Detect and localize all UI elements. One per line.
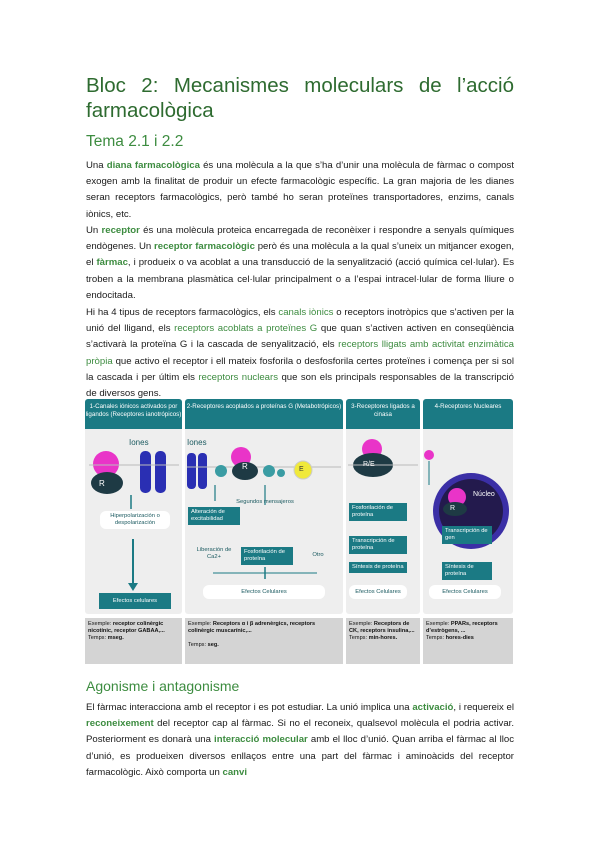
paragraph: Una diana farmacològica és una molècula … bbox=[86, 160, 514, 220]
caption: Exemple: Receptors α i β adrenèrgics, re… bbox=[185, 618, 343, 664]
cellular-effects-box: Efectos celulares bbox=[99, 593, 171, 609]
hyperpolarization-box: Hiperpolarización o despolarización bbox=[100, 511, 170, 529]
paragraph: El fàrmac interacciona amb el receptor i… bbox=[86, 702, 514, 778]
phosphorylation-box: Fosforilación de proteína bbox=[241, 547, 293, 565]
excitability-box: Alteración de excitabilidad bbox=[188, 507, 240, 525]
section-heading: Tema 2.1 i 2.2 bbox=[86, 133, 184, 150]
panel-header: 3-Receptores ligados a cinasa bbox=[346, 399, 420, 429]
cellular-effects-box: Efectos Celulares bbox=[203, 585, 325, 599]
ion-channel-illustration bbox=[89, 451, 179, 509]
caption: Exemple: receptor colinèrgic nicotínic, … bbox=[85, 618, 182, 664]
title-word: l’acció bbox=[457, 74, 514, 97]
panel-nuclear: 4-Receptores Nucleares Núcleo R Transcri… bbox=[423, 399, 513, 614]
title-word: Mecanismes bbox=[173, 74, 289, 97]
synthesis-box: Síntesis de proteína bbox=[349, 562, 407, 573]
panel-header: 1-Canales iónicos activados por ligandos… bbox=[85, 399, 182, 429]
nucleus-label: Núcleo bbox=[473, 491, 495, 498]
title-word: de bbox=[418, 74, 442, 97]
panel-g-protein: 2-Receptores acoplados a proteínas G (Me… bbox=[185, 399, 343, 614]
calcium-release-label: Liberación de Ca2+ bbox=[196, 547, 232, 560]
synthesis-box: Síntesis de proteína bbox=[442, 562, 492, 580]
arrow-down-icon bbox=[213, 567, 317, 579]
transcription-box: Transcripción de gen bbox=[442, 526, 492, 544]
phosphorylation-box: Fosforilación de proteína bbox=[349, 503, 407, 521]
panel-kinase: 3-Receptores ligados a cinasa R/E Fosfor… bbox=[346, 399, 420, 614]
panel-header: 4-Receptores Nucleares bbox=[423, 399, 513, 429]
arrow-down-icon bbox=[128, 539, 138, 591]
g-protein-illustration bbox=[187, 447, 341, 505]
receptor-types-figure: 1-Canales iónicos activados por ligandos… bbox=[85, 396, 515, 666]
caption: Exemple: Receptors de CK, receptors insu… bbox=[346, 618, 420, 664]
caption: Exemple: PPARs, receptors d’estrògens, .… bbox=[423, 618, 513, 664]
effector-label: E bbox=[299, 466, 304, 473]
ions-label: Iones bbox=[187, 438, 207, 447]
cellular-effects-box: Efectos Celulares bbox=[349, 585, 407, 599]
title-word: moleculars bbox=[304, 74, 404, 97]
other-label: Otro bbox=[312, 552, 324, 558]
title-word: Bloc bbox=[86, 74, 126, 97]
transcription-box: Transcripción de proteína bbox=[349, 536, 407, 554]
page-title: Bloc 2: Mecanismes moleculars de l’acció… bbox=[86, 73, 514, 123]
kinase-receptor-illustration bbox=[348, 439, 418, 477]
cellular-effects-box: Efectos Celulares bbox=[429, 585, 501, 599]
receptor-label: R bbox=[242, 462, 248, 471]
panel-ion-channels: 1-Canales iónicos activados por ligandos… bbox=[85, 399, 182, 614]
panel-header: 2-Receptores acoplados a proteínas G (Me… bbox=[185, 399, 343, 429]
title-line-2: farmacològica bbox=[86, 99, 214, 122]
title-word: 2: bbox=[141, 74, 159, 97]
receptor-label: R bbox=[450, 505, 456, 512]
receptor-enzyme-label: R/E bbox=[363, 461, 375, 468]
section-heading: Agonisme i antagonisme bbox=[86, 678, 240, 694]
receptor-label: R bbox=[99, 479, 105, 488]
paragraph: Un receptor és una molècula proteica enc… bbox=[86, 225, 514, 301]
paragraph: Hi ha 4 tipus de receptors farmacològics… bbox=[86, 307, 514, 400]
second-messengers-label: Segundos mensajeros bbox=[236, 499, 294, 505]
ions-label: Iones bbox=[129, 438, 149, 447]
